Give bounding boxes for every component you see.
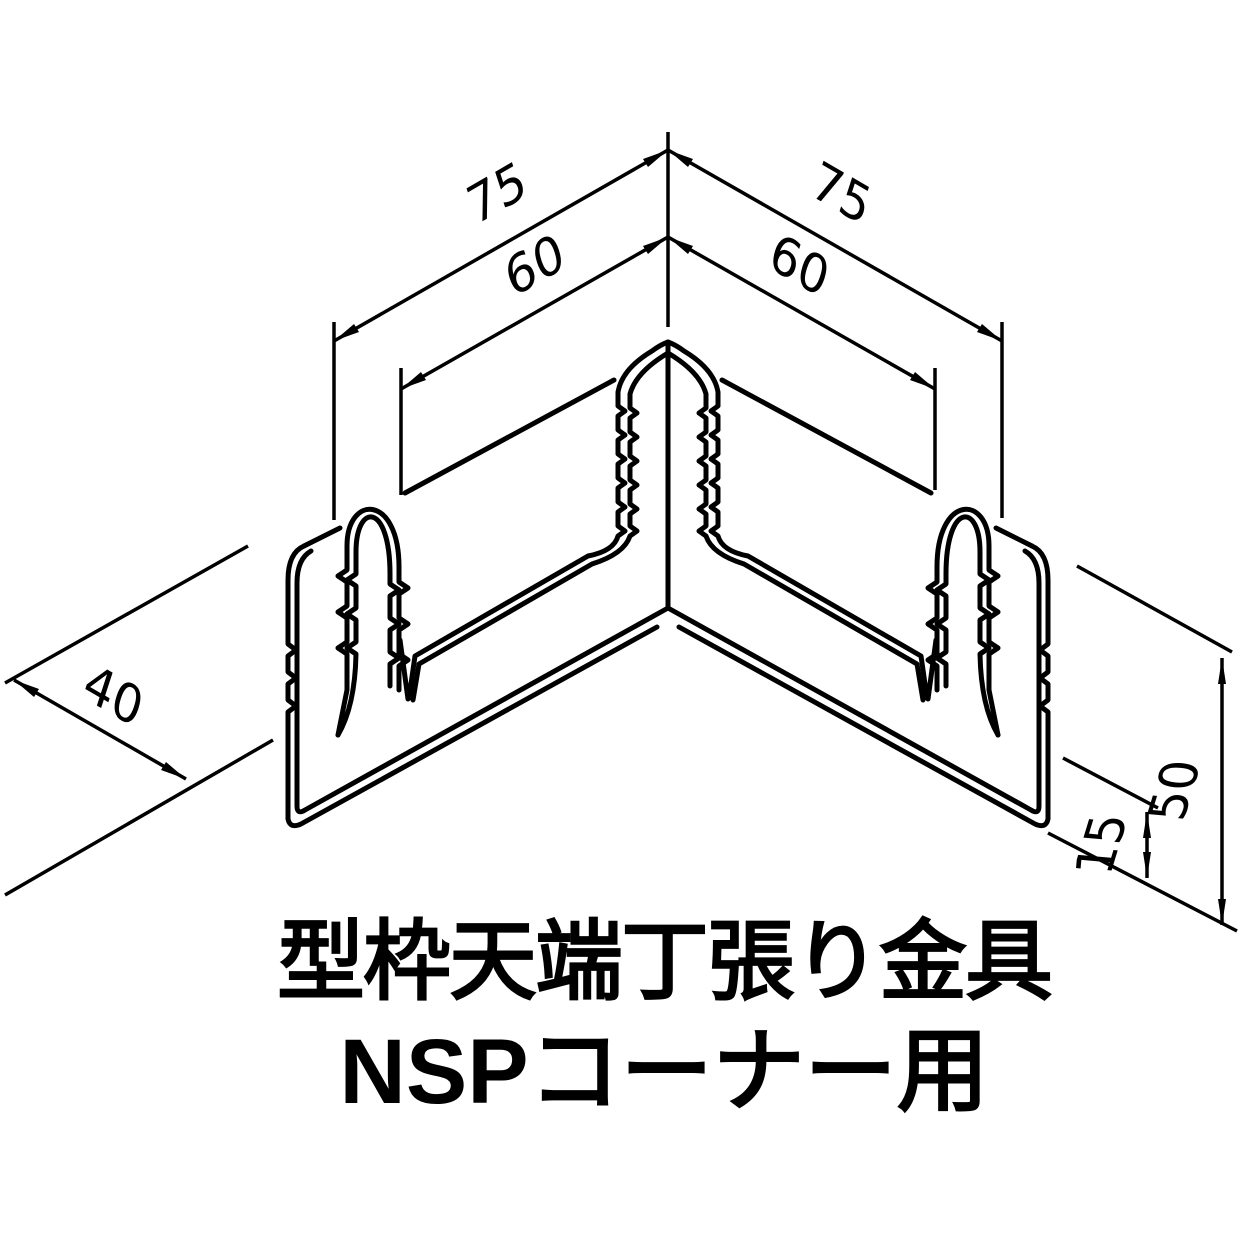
product-title-line1: 型枠天端丁張り金具 [277, 912, 1052, 1011]
extension-lines [4, 132, 1238, 933]
plate-bottom-front-edge [665, 548, 1042, 815]
dim-label-40: 40 [77, 651, 151, 740]
dimension-arrowheads [14, 150, 1226, 925]
drawing-title: 型枠天端丁張り金具 NSPコーナー用 [277, 912, 1054, 1123]
dim-label-75-right: 75 [805, 149, 879, 238]
plate-end-serrated-edge [676, 543, 1051, 829]
inner-prong-outer-edge [925, 506, 1001, 738]
corner-notch-outer-edge [665, 339, 930, 701]
dim-label-15: 15 [1062, 811, 1140, 877]
dim-label-50: 50 [1135, 757, 1213, 823]
dim-label-60-left: 60 [498, 221, 572, 310]
dim-line-40 [13, 678, 187, 781]
product-title-line2: NSPコーナー用 [339, 1021, 988, 1123]
bracket-right-wing [665, 339, 1051, 829]
inner-prong-inner-edge [934, 514, 1001, 738]
bracket-outline [288, 339, 1051, 829]
plate-top-fold-line [719, 377, 1035, 549]
corner-notch-inner-edge [665, 350, 926, 703]
dim-label-75-left: 75 [460, 149, 534, 238]
bracket-left-wing [288, 342, 668, 826]
